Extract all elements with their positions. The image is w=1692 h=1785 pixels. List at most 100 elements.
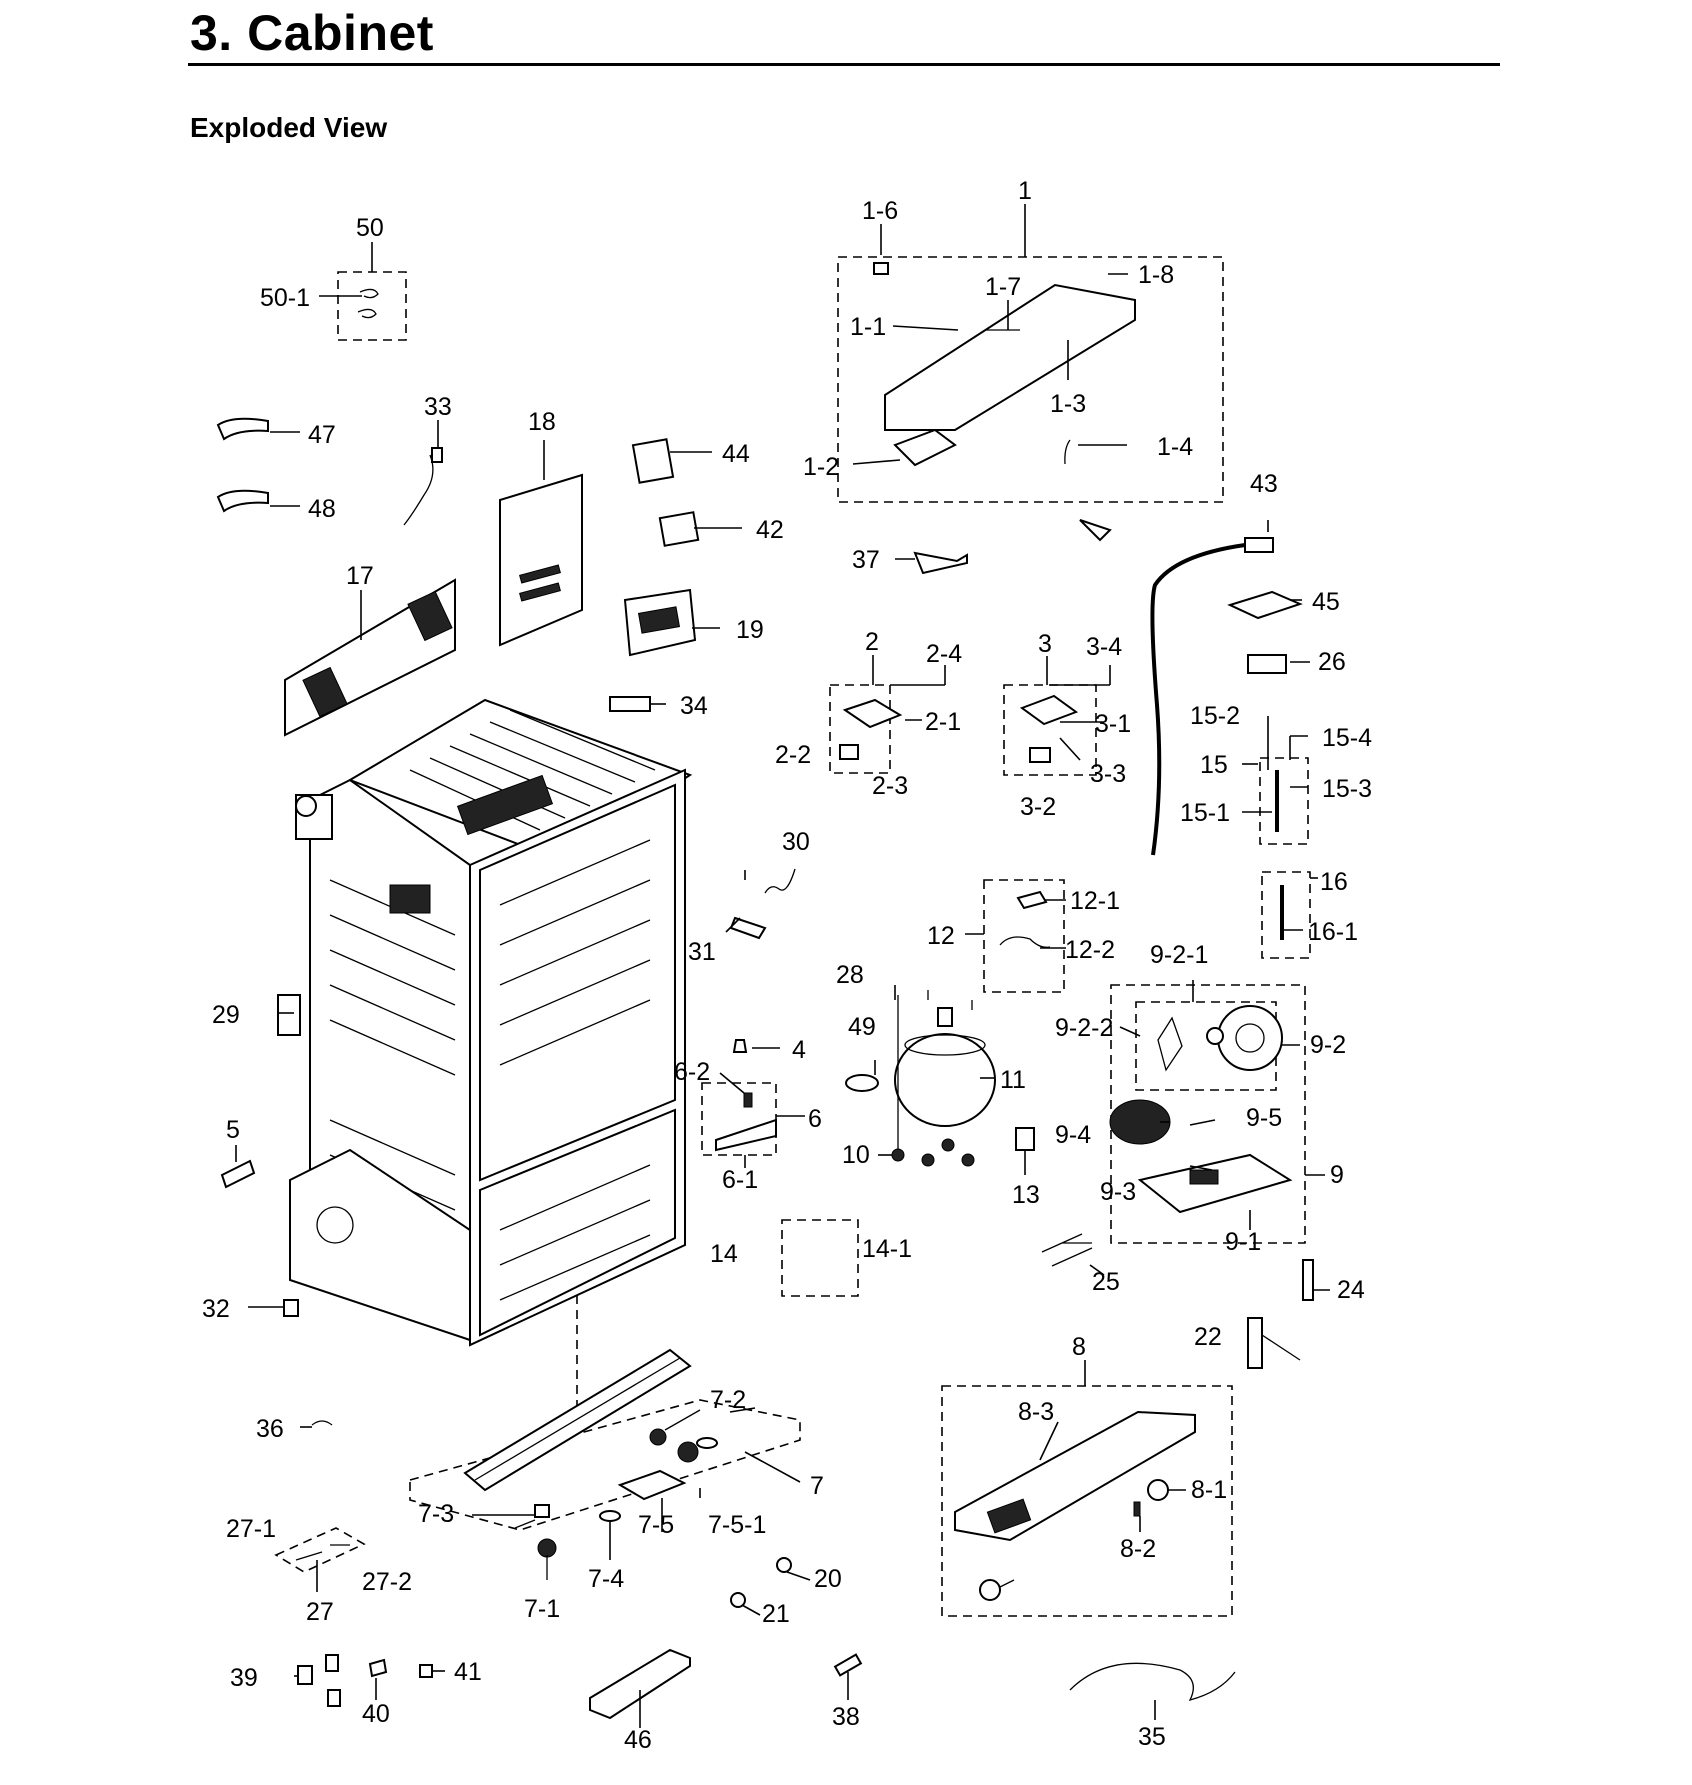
callout-label: 7-2 [710, 1386, 746, 1414]
callout-label: 9-4 [1055, 1121, 1091, 1149]
callout-label: 32 [202, 1295, 230, 1323]
callout-label: 9-3 [1100, 1178, 1136, 1206]
cabinet-body [289, 698, 693, 1420]
callout-label: 7-1 [524, 1595, 560, 1623]
callout-label: 24 [1337, 1276, 1365, 1304]
callout-label: 4 [792, 1036, 806, 1064]
callout-label: 2 [865, 628, 879, 656]
callout-label: 1-1 [850, 313, 886, 341]
callout-label: 3-1 [1095, 710, 1131, 738]
callout-label: 44 [722, 440, 750, 468]
callout-label: 1-6 [862, 197, 898, 225]
callout-label: 3-4 [1086, 633, 1122, 661]
callout-label: 8-2 [1120, 1535, 1156, 1563]
callout-label: 11 [1000, 1066, 1026, 1094]
callout-label: 27-2 [362, 1568, 412, 1596]
callout-label: 6-2 [674, 1058, 710, 1086]
callout-label: 22 [1194, 1323, 1222, 1351]
callout-label: 9 [1330, 1161, 1344, 1189]
callout-label: 9-2-1 [1150, 941, 1208, 969]
callout-label: 36 [256, 1415, 284, 1443]
callout-label: 5 [226, 1116, 240, 1144]
callout-label: 34 [680, 692, 708, 720]
callout-label: 16 [1320, 868, 1348, 896]
callout-label: 15-2 [1190, 702, 1240, 730]
page-subtitle: Exploded View [190, 112, 388, 143]
callout-label: 50 [356, 214, 384, 242]
callout-label: 2-2 [775, 741, 811, 769]
callout-label: 1-2 [803, 453, 839, 481]
callout-label: 6-1 [722, 1166, 758, 1194]
callout-label: 30 [782, 828, 810, 856]
callout-label: 48 [308, 495, 336, 523]
callout-label: 29 [212, 1001, 240, 1029]
callout-label: 2-3 [872, 772, 908, 800]
callout-label: 45 [1312, 588, 1340, 616]
callout-label: 9-5 [1246, 1104, 1282, 1132]
callout-label: 12-1 [1070, 887, 1120, 915]
callout-label: 28 [836, 961, 864, 989]
callout-label: 15-3 [1322, 775, 1372, 803]
page-title: 3. Cabinet [190, 5, 434, 61]
callout-label: 14 [710, 1240, 738, 1268]
callout-label: 9-2-2 [1055, 1014, 1113, 1042]
callout-label: 26 [1318, 648, 1346, 676]
callout-labels: 1 1-1 1-2 1-3 1-4 1-6 1-7 1-8 2 2-1 2-2 … [202, 177, 1372, 1754]
callout-label: 37 [852, 546, 880, 574]
callout-label: 21 [762, 1600, 790, 1628]
title-rule [188, 63, 1500, 66]
callout-label: 50-1 [260, 284, 310, 312]
callout-label: 3 [1038, 630, 1052, 658]
callout-label: 7-4 [588, 1565, 624, 1593]
callout-label: 46 [624, 1726, 652, 1754]
callout-label: 2-4 [926, 640, 962, 668]
callout-label: 17 [346, 562, 374, 590]
callout-label: 15-1 [1180, 799, 1230, 827]
callout-label: 1-4 [1157, 433, 1193, 461]
callout-label: 43 [1250, 470, 1278, 498]
callout-label: 1-3 [1050, 390, 1086, 418]
callout-label: 19 [736, 616, 764, 644]
callout-label: 8-3 [1018, 1398, 1054, 1426]
callout-label: 10 [842, 1141, 870, 1169]
callout-label: 27 [306, 1598, 334, 1626]
callout-label: 42 [756, 516, 784, 544]
callout-label: 8-1 [1191, 1476, 1227, 1504]
callout-label: 14-1 [862, 1235, 912, 1263]
callout-label: 1-7 [985, 273, 1021, 301]
callout-label: 7-3 [418, 1500, 454, 1528]
callout-label: 6 [808, 1105, 822, 1133]
callout-label: 7-5-1 [708, 1511, 766, 1539]
callout-label: 39 [230, 1664, 258, 1692]
callout-label: 2-1 [925, 708, 961, 736]
callout-label: 33 [424, 393, 452, 421]
callout-label: 18 [528, 408, 556, 436]
callout-label: 12 [927, 922, 955, 950]
callout-label: 1 [1018, 177, 1032, 205]
callout-label: 27-1 [226, 1515, 276, 1543]
callout-label: 38 [832, 1703, 860, 1731]
callout-label: 41 [454, 1658, 482, 1686]
callout-label: 15-4 [1322, 724, 1372, 752]
callout-label: 13 [1012, 1181, 1040, 1209]
callout-label: 9-2 [1310, 1031, 1346, 1059]
callout-label: 35 [1138, 1723, 1166, 1751]
callout-label: 31 [688, 938, 716, 966]
callout-label: 40 [362, 1700, 390, 1728]
callout-label: 16-1 [1308, 918, 1358, 946]
callout-label: 8 [1072, 1333, 1086, 1361]
callout-label: 3-3 [1090, 760, 1126, 788]
callout-label: 15 [1200, 751, 1228, 779]
parts [216, 262, 1314, 1720]
leader-lines [235, 204, 1330, 1728]
callout-label: 25 [1092, 1268, 1120, 1296]
callout-label: 1-8 [1138, 261, 1174, 289]
callout-label: 7 [810, 1472, 824, 1500]
callout-label: 20 [814, 1565, 842, 1593]
callout-label: 9-1 [1225, 1228, 1261, 1256]
callout-label: 47 [308, 421, 336, 449]
callout-label: 49 [848, 1013, 876, 1041]
callout-label: 12-2 [1065, 936, 1115, 964]
callout-label: 3-2 [1020, 793, 1056, 821]
